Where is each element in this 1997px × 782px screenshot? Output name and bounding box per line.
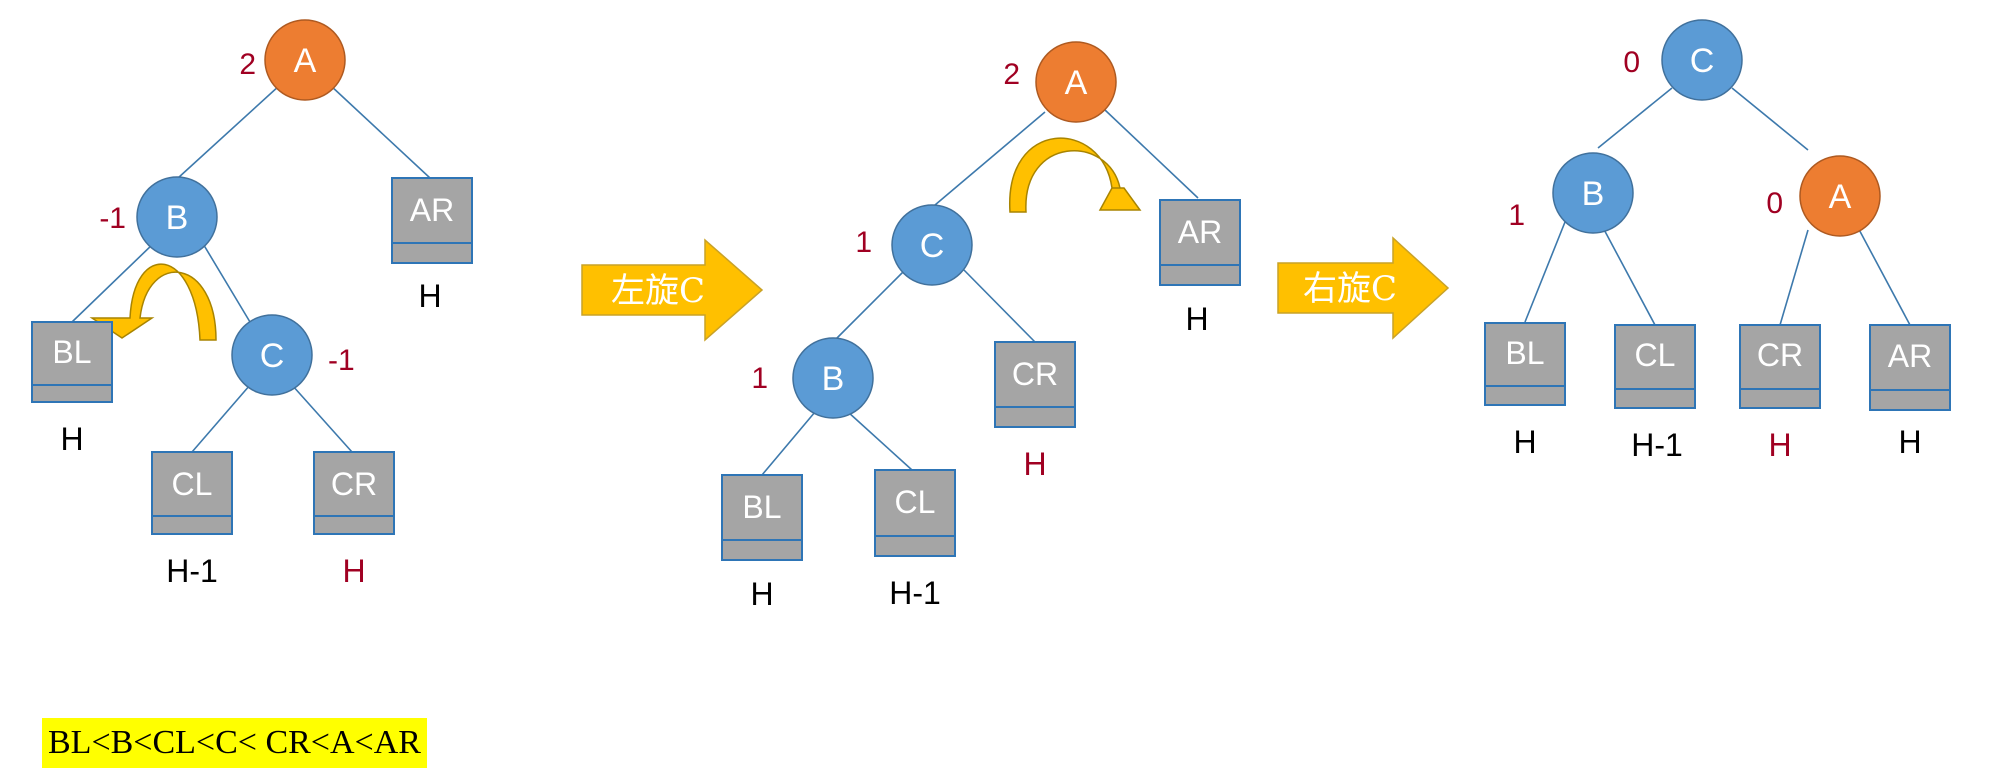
subtree-cl-height: H-1 — [889, 575, 941, 611]
tree-initial: A 2 B -1 C -1 BL H CL H-1 — [31, 19, 473, 589]
subtree-cl: CL — [874, 469, 956, 557]
node-a: A — [1035, 41, 1117, 123]
inorder-sequence: BL<B<CL<C< CR<A<AR — [42, 718, 427, 768]
node-b: B — [136, 176, 218, 258]
subtree-ar: AR — [1159, 199, 1241, 286]
step-right-rotate-label: 右旋C — [1303, 269, 1397, 309]
node-b-label: B — [1582, 175, 1605, 213]
subtree-bl-label: BL — [1505, 335, 1544, 371]
step-left-rotate-label: 左旋C — [611, 271, 705, 311]
subtree-cr-height: H — [342, 553, 365, 589]
node-c: C — [891, 204, 973, 286]
node-c: C — [1661, 19, 1743, 101]
node-c-balance-factor: -1 — [328, 344, 355, 377]
subtree-cl-height: H-1 — [1631, 427, 1683, 463]
subtree-cr-height: H — [1768, 427, 1791, 463]
node-a-balance-factor: 2 — [239, 48, 256, 81]
subtree-bl: BL — [31, 321, 113, 403]
subtree-cr: CR — [994, 341, 1076, 428]
subtree-cl: CL — [1614, 324, 1696, 409]
subtree-bl-label: BL — [742, 489, 781, 525]
subtree-cr-height: H — [1023, 446, 1046, 482]
subtree-ar-height: H — [418, 278, 441, 314]
subtree-cr-label: CR — [1012, 356, 1058, 392]
tree-after-left-rotation: A 2 C 1 B 1 BL H CL H-1 — [721, 41, 1241, 612]
subtree-cl: CL — [151, 451, 233, 535]
node-b-label: B — [822, 360, 845, 398]
node-b: B — [792, 337, 874, 419]
subtree-cl-label: CL — [172, 466, 213, 502]
node-a-label: A — [1829, 178, 1852, 216]
node-b-balance-factor: -1 — [99, 202, 126, 235]
node-a-balance-factor: 0 — [1766, 187, 1783, 220]
node-a-label: A — [1065, 64, 1088, 102]
subtree-ar-label: AR — [1888, 338, 1932, 374]
subtree-ar: AR — [391, 177, 473, 264]
subtree-bl: BL — [721, 474, 803, 561]
rotate-left-arrow — [89, 263, 217, 341]
node-b: B — [1552, 152, 1634, 234]
node-c-balance-factor: 0 — [1623, 46, 1640, 79]
node-a: A — [1799, 155, 1881, 237]
node-b-balance-factor: 1 — [751, 362, 768, 395]
tree-balanced: C 0 B 1 A 0 BL H CL H-1 — [1484, 19, 1951, 463]
node-b-label: B — [166, 199, 189, 237]
subtree-ar-height: H — [1898, 424, 1921, 460]
subtree-ar-height: H — [1185, 301, 1208, 337]
node-c-balance-factor: 1 — [855, 226, 872, 259]
subtree-bl: BL — [1484, 322, 1566, 406]
rotate-right-arrow — [1009, 137, 1142, 213]
node-c-label: C — [260, 337, 285, 375]
subtree-cl-height: H-1 — [166, 553, 218, 589]
subtree-bl-height: H — [1513, 424, 1536, 460]
subtree-bl-height: H — [60, 421, 83, 457]
subtree-cr: CR — [1739, 324, 1821, 409]
subtree-cl-label: CL — [895, 484, 936, 520]
node-c-label: C — [1690, 42, 1715, 80]
subtree-ar-label: AR — [410, 192, 454, 228]
subtree-cr-label: CR — [331, 466, 377, 502]
subtree-cr-label: CR — [1757, 337, 1803, 373]
subtree-cr: CR — [313, 451, 395, 535]
subtree-ar: AR — [1869, 324, 1951, 411]
subtree-cl-label: CL — [1635, 337, 1676, 373]
step-arrow-left-rotate: 左旋C — [581, 238, 764, 342]
node-a-balance-factor: 2 — [1003, 58, 1020, 91]
subtree-ar-label: AR — [1178, 214, 1222, 250]
node-b-balance-factor: 1 — [1508, 199, 1525, 232]
step-arrow-right-rotate: 右旋C — [1277, 236, 1450, 340]
subtree-bl-label: BL — [52, 334, 91, 370]
node-c-label: C — [920, 227, 945, 265]
node-a-label: A — [294, 42, 317, 80]
node-a: A — [264, 19, 346, 101]
subtree-bl-height: H — [750, 576, 773, 612]
node-c: C — [231, 314, 313, 396]
